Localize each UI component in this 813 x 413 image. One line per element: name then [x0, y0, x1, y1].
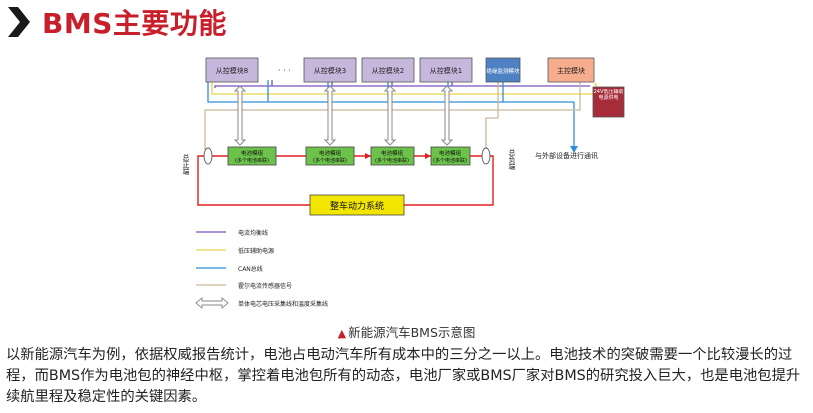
legend: 电流均衡线 低压辅助电源 CAN总线 霍尔电流传感器信号 单体电芯电压采集线和温…	[195, 229, 328, 309]
caption-text: 新能源汽车BMS示意图	[348, 325, 476, 340]
svg-text:电池模组: 电池模组	[439, 149, 462, 157]
header: BMS主要功能	[6, 2, 227, 42]
slave-module-3: 从控模块3	[303, 57, 357, 83]
body-paragraph: 以新能源汽车为例，依据权威报告统计，电池占电动汽车所有成本中的三分之一以上。电池…	[6, 347, 801, 405]
svg-text:(多个电池串联): (多个电池串联)	[313, 157, 347, 164]
sampling-arrows	[233, 85, 454, 146]
page-title: BMS主要功能	[42, 7, 227, 40]
svg-text:(多个电池串联): (多个电池串联)	[433, 157, 467, 164]
legend-item: 电流均衡线	[238, 229, 268, 237]
svg-text:从控模块1: 从控模块1	[430, 66, 462, 75]
battery-module-1: 电池模组 (多个电池串联)	[227, 146, 277, 166]
svg-text:电池模组: 电池模组	[241, 149, 264, 157]
svg-text:(多个电池串联): (多个电池串联)	[235, 157, 269, 164]
legend-item: 低压辅助电源	[238, 247, 274, 255]
slave-module-1: 从控模块1	[419, 57, 473, 83]
hall-sensor-positive	[203, 147, 213, 165]
ellipsis: · · ·	[278, 66, 291, 75]
svg-text:电池模组: 电池模组	[381, 149, 404, 157]
svg-text:主控模块: 主控模块	[557, 66, 585, 75]
total-positive-label: 总正端	[182, 153, 190, 176]
slave-module-8: 从控模块8	[205, 57, 259, 83]
power-supply-box: 24V低压辅助电源供电	[592, 86, 625, 118]
can-bus	[207, 80, 574, 103]
purple-bus	[214, 85, 590, 88]
svg-text:从控模块3: 从控模块3	[314, 66, 346, 75]
battery-module-3: 电池模组 (多个电池串联)	[370, 146, 415, 166]
arrow-down-icon	[570, 146, 578, 153]
legend-item: 霍尔电流传感器信号	[238, 282, 292, 290]
master-module: 主控模块	[547, 57, 595, 83]
hv-wiring	[197, 155, 494, 206]
svg-text:绝缘监测模块: 绝缘监测模块	[486, 67, 520, 75]
chevron-right-icon	[8, 7, 30, 37]
svg-text:从控模块8: 从控模块8	[216, 66, 248, 75]
powertrain-box: 整车动力系统	[309, 194, 405, 216]
double-arrow-icon	[195, 297, 229, 309]
bus-lines	[204, 80, 597, 150]
legend-item: 单体电芯电压采集线和温度采集线	[238, 300, 328, 308]
slave-module-2: 从控模块2	[361, 57, 415, 83]
hall-sensor-negative	[481, 147, 491, 165]
triangle-up-icon: ▲	[337, 327, 347, 340]
battery-module-2: 电池模组 (多个电池串联)	[305, 146, 355, 166]
svg-text:从控模块2: 从控模块2	[372, 66, 404, 75]
svg-text:电池模组: 电池模组	[319, 149, 342, 157]
svg-text:整车动力系统: 整车动力系统	[330, 200, 384, 212]
total-negative-label: 总负端	[508, 148, 516, 171]
figure-caption: ▲新能源汽车BMS示意图	[0, 322, 813, 341]
battery-module-4: 电池模组 (多个电池串联)	[430, 146, 471, 166]
svg-text:(多个电池串联): (多个电池串联)	[375, 157, 409, 164]
external-comm-label: 与外部设备进行通讯	[535, 151, 598, 160]
legend-item: CAN总线	[238, 265, 263, 273]
insulation-monitor-module: 绝缘监测模块	[485, 57, 521, 83]
